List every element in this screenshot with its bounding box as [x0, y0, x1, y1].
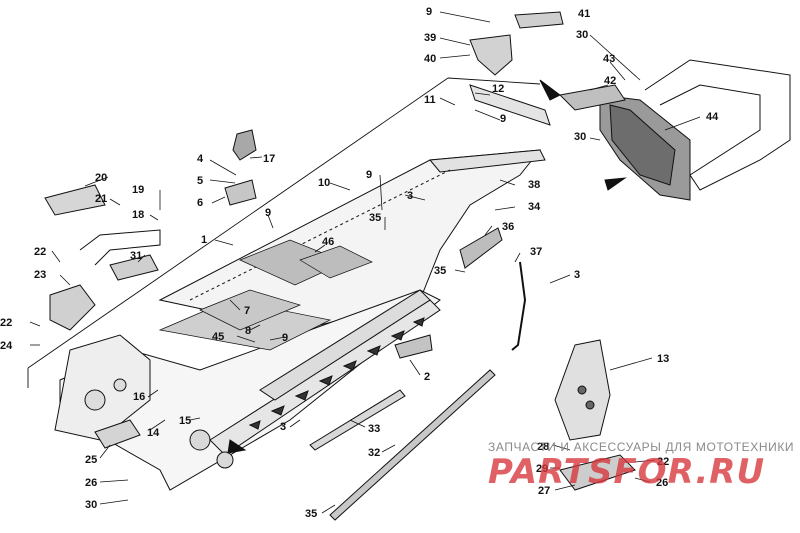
callout-12: 12 — [492, 83, 504, 95]
callout-27: 27 — [538, 485, 550, 497]
callout-19: 19 — [132, 184, 144, 196]
callout-labels: 41 9 39 40 30 43 42 12 11 9 30 44 4 17 5… — [0, 6, 719, 520]
callout-22: 22 — [0, 317, 12, 329]
callout-36: 36 — [502, 221, 514, 233]
callout-20: 20 — [95, 172, 107, 184]
callout-30: 30 — [574, 131, 586, 143]
callout-32: 32 — [368, 447, 380, 459]
callout-30: 30 — [576, 29, 588, 41]
chassis-assembly — [27, 77, 546, 491]
callout-9: 9 — [265, 207, 271, 219]
callout-31: 31 — [130, 250, 142, 262]
rear-components — [44, 11, 791, 521]
callout-22: 22 — [34, 246, 46, 258]
callout-44: 44 — [706, 111, 719, 123]
callout-34: 34 — [528, 201, 541, 213]
callout-26: 26 — [85, 477, 97, 489]
callout-3: 3 — [280, 421, 286, 433]
callout-38: 38 — [528, 179, 540, 191]
callout-42: 42 — [604, 75, 616, 87]
callout-25: 25 — [85, 454, 97, 466]
callout-45: 45 — [212, 331, 224, 343]
callout-28: 28 — [537, 441, 549, 453]
callout-24: 24 — [0, 340, 13, 352]
callout-16: 16 — [133, 391, 145, 403]
leader-lines — [29, 11, 701, 514]
watermark-tagline: ЗАПЧАСТИ И АКСЕССУАРЫ ДЛЯ МОТОТЕХНИКИ — [488, 440, 795, 454]
callout-14: 14 — [147, 427, 160, 439]
callout-2: 2 — [424, 371, 430, 383]
callout-39: 39 — [424, 32, 436, 44]
callout-6: 6 — [197, 197, 203, 209]
callout-10: 10 — [318, 177, 330, 189]
callout-30: 30 — [85, 499, 97, 511]
callout-13: 13 — [657, 353, 669, 365]
callout-9: 9 — [426, 6, 432, 18]
callout-11: 11 — [424, 94, 436, 106]
callout-1: 1 — [201, 234, 207, 246]
callout-33: 33 — [368, 423, 380, 435]
callout-7: 7 — [244, 305, 250, 317]
callout-9: 9 — [500, 113, 506, 125]
callout-5: 5 — [197, 175, 203, 187]
callout-37: 37 — [530, 246, 542, 258]
callout-17: 17 — [263, 153, 275, 165]
callout-35: 35 — [369, 212, 381, 224]
callout-35: 35 — [434, 265, 446, 277]
callout-46: 46 — [322, 236, 334, 248]
callout-18: 18 — [132, 209, 144, 221]
callout-40: 40 — [424, 53, 436, 65]
callout-9: 9 — [282, 332, 288, 344]
callout-8: 8 — [245, 325, 251, 337]
callout-43: 43 — [603, 53, 615, 65]
callout-3: 3 — [574, 269, 580, 281]
callout-4: 4 — [197, 153, 204, 165]
callout-23: 23 — [34, 269, 46, 281]
callout-15: 15 — [179, 415, 191, 427]
watermark-logo: PARTSFOR.RU — [488, 452, 766, 492]
callout-21: 21 — [95, 193, 107, 205]
callout-41: 41 — [578, 8, 590, 20]
callout-3: 3 — [407, 190, 413, 202]
callout-9: 9 — [366, 169, 372, 181]
callout-29: 29 — [536, 463, 548, 475]
callout-35: 35 — [305, 508, 317, 520]
callout-26: 26 — [656, 477, 668, 489]
callout-22: 22 — [657, 456, 669, 468]
